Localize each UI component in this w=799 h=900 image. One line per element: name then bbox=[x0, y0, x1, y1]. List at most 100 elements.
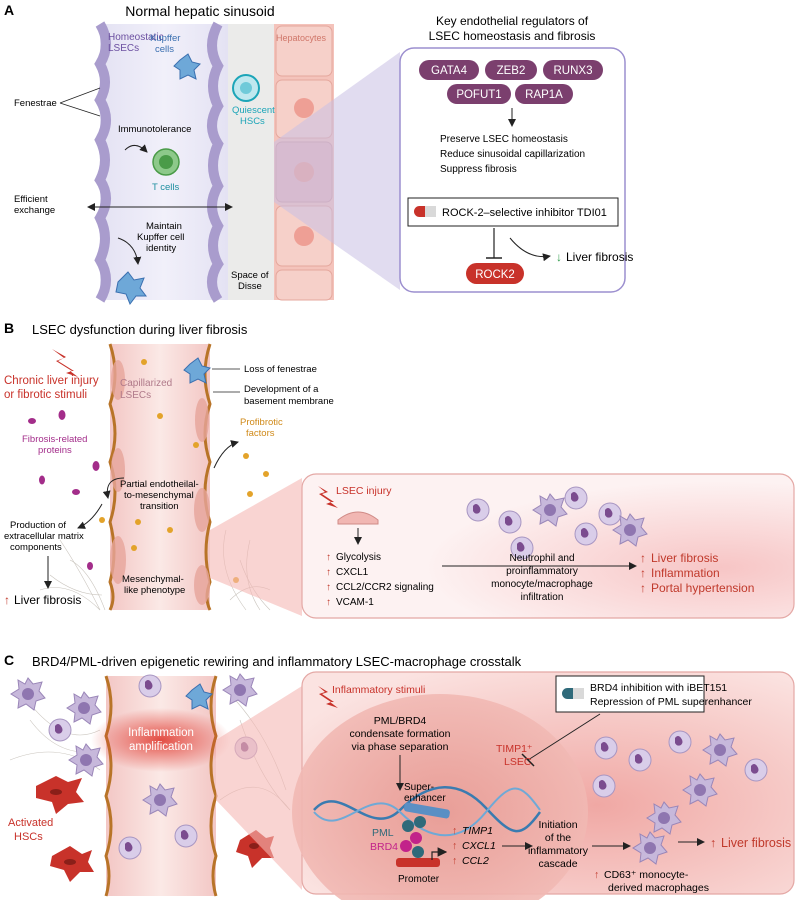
fibrosis-outcomes: ↑Liver fibrosis ↑Inflammation ↑Portal hy… bbox=[640, 551, 754, 595]
panel-b-title: LSEC dysfunction during liver fibrosis bbox=[32, 322, 248, 337]
regulators-title-1: Key endothelial regulators of bbox=[436, 14, 589, 28]
pill-capsule-icon bbox=[414, 206, 436, 217]
gene-pills: GATA4 ZEB2 RUNX3 POFUT1 RAP1A bbox=[419, 60, 603, 104]
lightning-bolt-icon-c bbox=[318, 686, 338, 708]
capillarized-label-1: Capillarized bbox=[120, 378, 172, 389]
kupffer-label-1: Kupffer bbox=[150, 33, 180, 44]
activated-label-1: Activated bbox=[8, 817, 53, 829]
hepatocytes-label: Hepatocytes bbox=[276, 33, 327, 43]
fibrosis-proteins-label-1: Fibrosis-related bbox=[22, 434, 87, 445]
inhibition-bar-c bbox=[521, 753, 535, 767]
timp-lsec-label-1: TIMP1⁺ bbox=[496, 743, 533, 755]
svg-text:↑: ↑ bbox=[640, 551, 646, 565]
change-3: CCL2/CCR2 signaling bbox=[336, 582, 434, 593]
svg-text:↑: ↑ bbox=[326, 567, 331, 578]
fibrosis-protein-dots bbox=[28, 410, 100, 570]
emt-label-2: to-mesenchymal bbox=[124, 490, 194, 501]
lightning-bolt-icon bbox=[52, 349, 78, 377]
svg-text:↑: ↑ bbox=[326, 582, 331, 593]
regulators-box bbox=[399, 47, 626, 293]
inflammation-label-2: amplification bbox=[129, 741, 193, 753]
outcome-3: Portal hypertension bbox=[651, 581, 754, 595]
liver-fibrosis-outcome-c: Liver fibrosis bbox=[721, 836, 791, 850]
svg-text:↑: ↑ bbox=[326, 597, 331, 608]
condensate-2: condensate formation bbox=[350, 728, 451, 740]
ecm-label-2: extracellular matrix bbox=[4, 531, 84, 542]
dna-strand-2 bbox=[313, 787, 541, 837]
panel-a-letter: A bbox=[4, 2, 14, 18]
disse-label-1: Space of bbox=[231, 270, 269, 281]
mesenchymal-label-1: Mesenchymal- bbox=[122, 574, 184, 585]
initiation-4: cascade bbox=[538, 858, 577, 870]
activated-hsc-icons bbox=[36, 776, 274, 882]
svg-text:↑: ↑ bbox=[710, 836, 716, 850]
capillarized-vessel bbox=[110, 344, 210, 610]
lsec-injury-label: LSEC injury bbox=[336, 485, 392, 497]
gene-pill-pofut1: POFUT1 bbox=[456, 89, 501, 101]
superenhancer-label-2: enhancer bbox=[404, 793, 446, 804]
superenhancer-label-1: Super- bbox=[404, 782, 434, 793]
pml-brd4-condensate bbox=[400, 816, 426, 858]
promoter-label: Promoter bbox=[398, 874, 440, 885]
lsec-nucleus bbox=[292, 694, 588, 900]
kupffer-cell-icon bbox=[173, 53, 201, 80]
infiltration-4: infiltration bbox=[521, 592, 564, 603]
inflammatory-stimuli-label: Inflammatory stimuli bbox=[332, 684, 425, 696]
zoom-cone-b bbox=[210, 478, 302, 616]
gene-cxcl1: CXCL1 bbox=[462, 840, 496, 852]
effect-3: Suppress fibrosis bbox=[440, 164, 517, 175]
profibrotic-label-1: Profibrotic bbox=[240, 417, 283, 428]
liver-fibrosis-outcome: Liver fibrosis bbox=[566, 250, 633, 264]
kupffer-cell-icon-c bbox=[185, 683, 213, 710]
panel-c: C BRD4/PML-driven epigenetic rewiring an… bbox=[4, 652, 795, 900]
basement-label-2: basement membrane bbox=[244, 396, 334, 407]
superenhancer-block bbox=[403, 802, 450, 819]
loss-fenestrae-label: Loss of fenestrae bbox=[244, 364, 317, 375]
svg-text:↑: ↑ bbox=[452, 840, 457, 852]
lightning-bolt-icon-b bbox=[318, 486, 338, 508]
condensate-1: PML/BRD4 bbox=[374, 715, 427, 727]
lsec-changes-list: ↑Glycolysis ↑CXCL1 ↑CCL2/CCR2 signaling … bbox=[326, 552, 434, 608]
effect-2: Reduce sinusoidal capillarization bbox=[440, 149, 585, 160]
change-4: VCAM-1 bbox=[336, 597, 374, 608]
inhibitor-box bbox=[407, 197, 619, 227]
maintain-label-2: Kupffer cell bbox=[137, 232, 184, 243]
lsec-cell-icon bbox=[337, 511, 379, 525]
panel-c-letter: C bbox=[4, 652, 14, 668]
change-2: CXCL1 bbox=[336, 567, 369, 578]
gene-ccl2: CCL2 bbox=[462, 855, 489, 867]
panel-b-letter: B bbox=[4, 320, 14, 336]
liver-fibrosis-label-b: Liver fibrosis bbox=[14, 593, 81, 607]
panel-b: B LSEC dysfunction during liver fibrosis… bbox=[4, 320, 795, 619]
svg-text:↑: ↑ bbox=[452, 825, 457, 837]
disse-label-2: Disse bbox=[238, 281, 262, 292]
gene-pill-runx3: RUNX3 bbox=[554, 65, 593, 77]
regulators-title-2: LSEC homeostasis and fibrosis bbox=[429, 29, 596, 43]
cd63-label-2: derived macrophages bbox=[608, 882, 709, 894]
gene-pill-rap1a: RAP1A bbox=[525, 89, 563, 101]
panel-c-title: BRD4/PML-driven epigenetic rewiring and … bbox=[32, 654, 522, 669]
brd4-label: BRD4 bbox=[370, 841, 398, 853]
gene-pill-gata4: GATA4 bbox=[431, 65, 468, 77]
rock2-pill bbox=[466, 263, 524, 284]
initiation-3: inflammatory bbox=[528, 845, 589, 857]
mesenchymal-label-2: like phenotype bbox=[124, 585, 185, 596]
initiation-2: of the bbox=[545, 832, 571, 844]
inhibitor-label: ROCK-2–selective inhibitor TDI01 bbox=[442, 207, 607, 219]
effect-1: Preserve LSEC homeostasis bbox=[440, 134, 568, 145]
t-cells-label: T cells bbox=[152, 182, 180, 193]
svg-text:↑: ↑ bbox=[594, 869, 599, 881]
promoter-block bbox=[396, 858, 440, 867]
quiescent-label-2: HSCs bbox=[240, 116, 265, 127]
emt-label-3: transition bbox=[140, 501, 179, 512]
infiltration-3: monocyte/macrophage bbox=[491, 579, 593, 590]
inflammation-label-1: Inflammation bbox=[128, 727, 194, 739]
capillarized-label-2: LSECs bbox=[120, 390, 151, 401]
panel-a: A Normal hepatic sinusoid Homeostatic LS… bbox=[4, 2, 633, 306]
zoom-cone-c bbox=[216, 686, 302, 890]
chronic-label-2: or fibrotic stimuli bbox=[4, 389, 87, 401]
profibrotic-label-2: factors bbox=[246, 428, 275, 439]
quiescent-label-1: Quiescent bbox=[232, 105, 275, 116]
initiation-1: Initiation bbox=[538, 819, 577, 831]
